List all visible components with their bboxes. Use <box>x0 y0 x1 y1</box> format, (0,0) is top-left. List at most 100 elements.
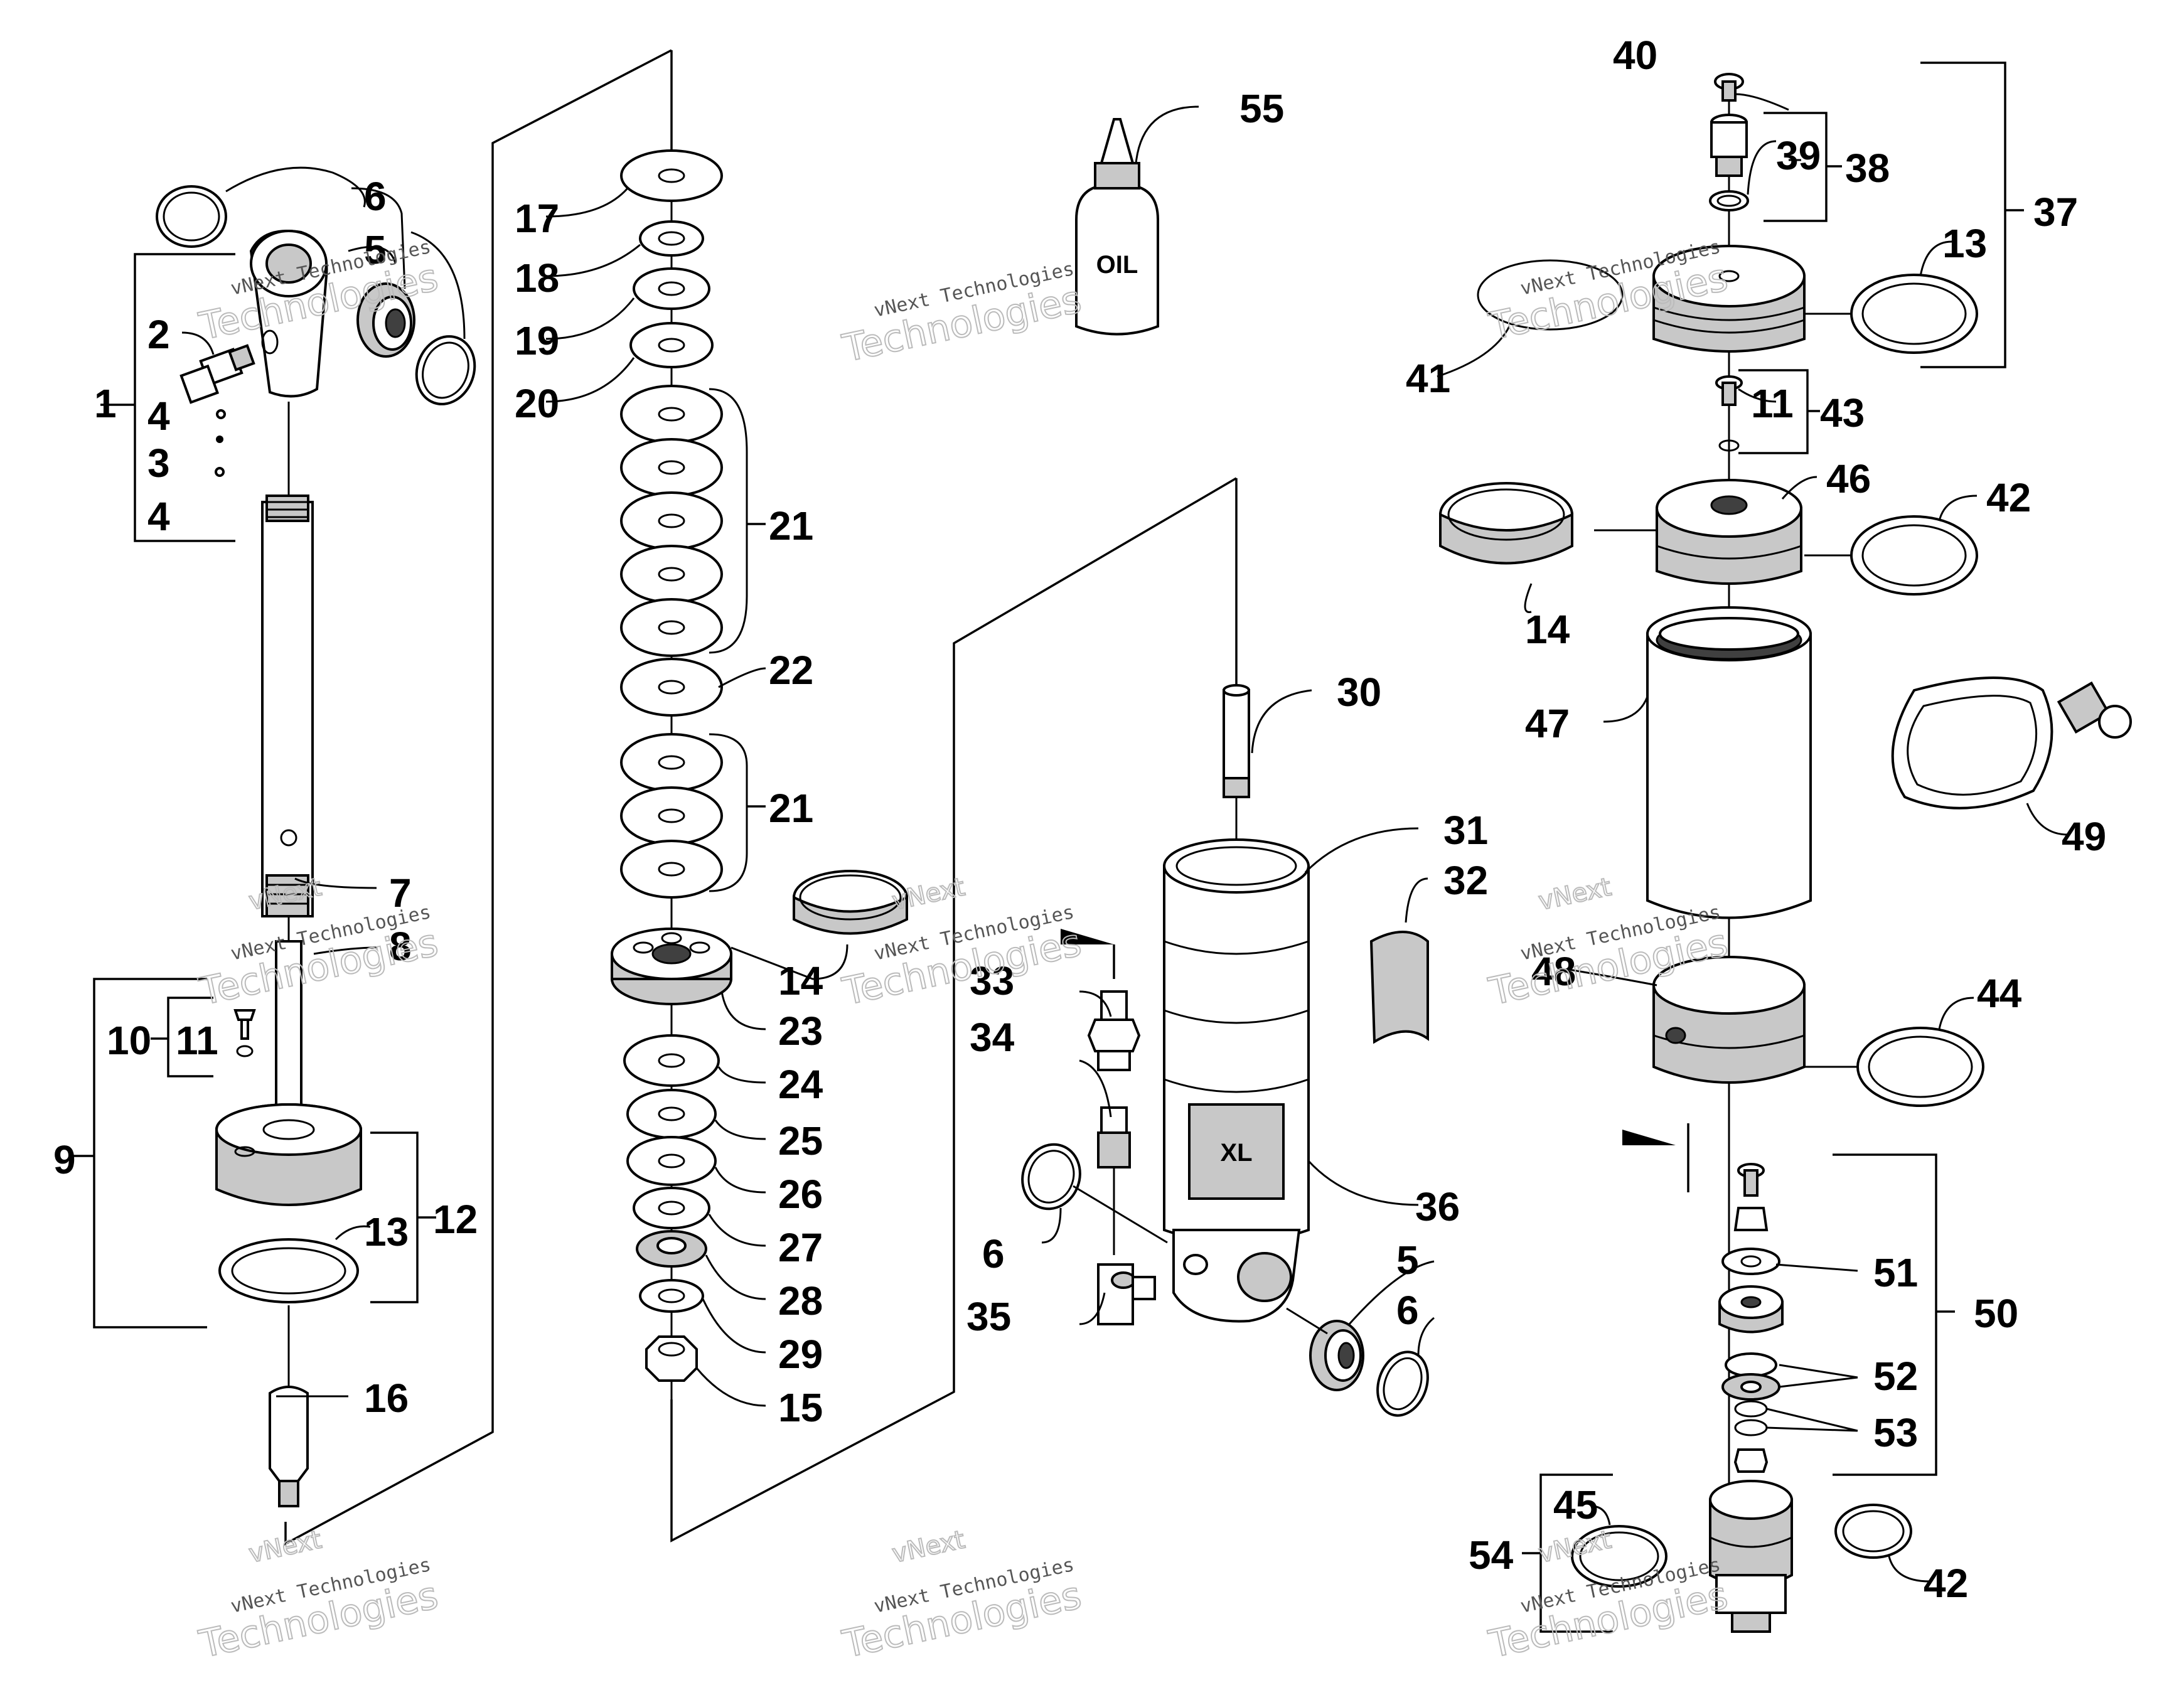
washer-20 <box>629 322 714 368</box>
callout-48: 48 <box>1531 949 1576 994</box>
shaft-assembly <box>156 185 476 1507</box>
callout-35: 35 <box>966 1294 1011 1339</box>
callout-6: 6 <box>364 174 387 219</box>
reservoir-cap <box>1652 245 1806 353</box>
shim-21 <box>620 598 723 657</box>
o-ring-44 <box>1856 1027 1984 1107</box>
shim-24 <box>623 1034 720 1087</box>
watermark-text: vNext <box>890 1525 968 1568</box>
floating-piston-46 <box>1656 479 1802 585</box>
callout-5: 5 <box>1396 1238 1419 1283</box>
callout-49: 49 <box>2062 814 2106 859</box>
detent-ball <box>216 409 226 419</box>
callout-8: 8 <box>389 924 412 969</box>
retaining-ring-41 <box>1477 259 1624 331</box>
callout-33: 33 <box>970 958 1014 1003</box>
oil-bottle: OIL <box>1075 118 1159 336</box>
callout-6: 6 <box>982 1231 1005 1276</box>
hose-clamp-49 <box>1891 676 2132 810</box>
oil-label: OIL <box>1096 251 1138 279</box>
valve-assembly-50 <box>1718 1163 1784 1473</box>
callout-13: 13 <box>364 1209 409 1254</box>
shim-21 <box>620 491 723 550</box>
end-cap-48 <box>1652 956 1806 1084</box>
callout-numbers: 1 2 3 4 4 5 5 6 6 6 7 8 9 10 11 11 12 13… <box>53 33 2106 1606</box>
callout-54: 54 <box>1469 1532 1514 1578</box>
watermark-text: vNext <box>1536 872 1614 916</box>
callout-39: 39 <box>1776 133 1821 178</box>
screw-11-right <box>1715 375 1743 452</box>
o-ring-cap <box>218 1238 359 1303</box>
reservoir-assembly <box>1439 73 2132 1633</box>
callout-5: 5 <box>364 227 387 272</box>
callout-41: 41 <box>1406 356 1450 401</box>
callout-27: 27 <box>778 1225 823 1270</box>
callout-40: 40 <box>1613 33 1657 78</box>
washer-18 <box>639 220 704 257</box>
callout-20: 20 <box>515 381 559 426</box>
shim-21-lower <box>620 840 723 899</box>
shock-body-31: XL <box>1163 838 1310 1244</box>
callout-18: 18 <box>515 255 559 301</box>
bearing-cap <box>215 1103 362 1206</box>
washer-29 <box>639 1279 704 1313</box>
callout-11: 11 <box>176 1018 218 1063</box>
reservoir-cylinder-47 <box>1646 606 1812 919</box>
callout-2: 2 <box>147 312 170 357</box>
o-ring-mid <box>1021 1143 1081 1211</box>
valve-fitting <box>179 344 255 404</box>
spring-dot <box>216 436 223 443</box>
shim-27 <box>633 1187 710 1229</box>
callout-1: 1 <box>94 381 117 426</box>
o-ring-42-bottom <box>1834 1504 1912 1559</box>
o-ring-42-top <box>1850 515 1978 596</box>
callout-50: 50 <box>1974 1291 2018 1336</box>
pin-30 <box>1223 684 1250 798</box>
callout-26: 26 <box>778 1172 823 1217</box>
valve-stack <box>611 149 908 1399</box>
o-ring-lower <box>1376 1350 1429 1417</box>
shim-21-lower <box>620 733 723 792</box>
callout-55: 55 <box>1239 86 1284 131</box>
shim-21 <box>620 438 723 497</box>
callout-47: 47 <box>1525 701 1570 746</box>
callout-6: 6 <box>1396 1288 1419 1333</box>
shim-21 <box>620 385 723 444</box>
shock-lower-eyelet <box>1172 1229 1301 1323</box>
shim-26 <box>626 1136 717 1186</box>
washer-17 <box>620 149 723 202</box>
callout-4: 4 <box>147 393 170 439</box>
o-ring-top-left <box>156 185 227 248</box>
callout-28: 28 <box>778 1278 823 1323</box>
watermark-text: vNext <box>247 1525 324 1568</box>
leader-lines <box>181 93 2069 1583</box>
callout-9: 9 <box>53 1137 76 1182</box>
callout-29: 29 <box>778 1332 823 1377</box>
wear-band-right <box>1439 482 1573 565</box>
shock-decal: XL <box>1220 1139 1252 1167</box>
shim-21-lower <box>620 786 723 845</box>
valve-core <box>1709 114 1749 211</box>
callout-45: 45 <box>1553 1482 1598 1527</box>
shock-body-assembly: XL <box>1021 684 1429 1417</box>
piston-23 <box>611 928 732 1005</box>
callout-51: 51 <box>1873 1250 1918 1295</box>
callout-25: 25 <box>778 1118 823 1163</box>
callout-22: 22 <box>769 648 813 693</box>
callout-14: 14 <box>778 958 823 1003</box>
callout-14: 14 <box>1525 607 1570 652</box>
callout-4: 4 <box>147 494 170 539</box>
callout-7: 7 <box>389 870 412 916</box>
callout-53: 53 <box>1873 1410 1918 1455</box>
arrow-marker-icon <box>1622 1130 1676 1145</box>
callout-21: 21 <box>769 503 813 548</box>
nut-15 <box>645 1335 698 1382</box>
o-ring-13-right <box>1850 274 1978 354</box>
eyelet-body <box>249 230 328 398</box>
fitting-34 <box>1097 1106 1131 1255</box>
callout-16: 16 <box>364 1376 409 1421</box>
pad-32 <box>1369 931 1429 1044</box>
bushing-top <box>356 282 415 358</box>
base-valve-54 <box>1709 1480 1793 1633</box>
